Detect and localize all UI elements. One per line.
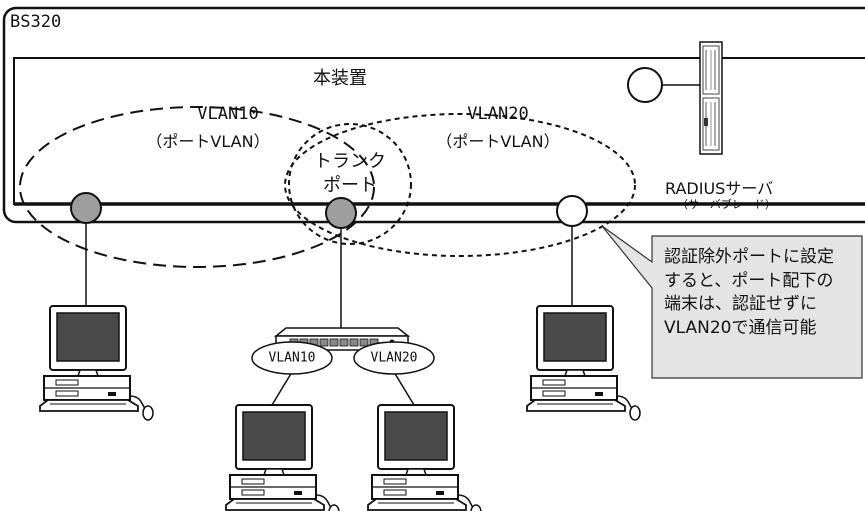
trunk-port (325, 197, 357, 229)
radius-port (627, 67, 663, 103)
callout-text: 認証除外ポートに設定 すると、ポート配下の 端末は、認証せずに VLAN20で通… (664, 246, 864, 340)
trunk-label-line2: ポート (323, 175, 377, 196)
hub-tag-vlan20 (353, 341, 435, 375)
radius-title: RADIUSサーバ (665, 179, 774, 198)
radius-subtitle: （サーバブレード） (677, 198, 776, 211)
exempt-port (556, 195, 588, 227)
callout-line: すると、ポート配下の (664, 270, 834, 291)
trunk-label-line1: トランク (314, 151, 386, 172)
trunk-port-area (288, 123, 412, 245)
pc-hub-left-icon (225, 404, 340, 511)
switch-name: BS320 (10, 12, 62, 32)
device-inner-box (13, 57, 865, 205)
pc-right-icon (526, 305, 641, 421)
vlan20-type: （ポートVLAN） (436, 132, 560, 151)
hub-tag-vlan10 (251, 341, 333, 375)
vlan10-area (19, 106, 375, 268)
callout-line: 認証除外ポートに設定 (664, 247, 834, 267)
vlan10-port (70, 192, 102, 224)
hub-tag-vlan10-label: VLAN10 (268, 350, 316, 366)
server-blade-icon (699, 41, 723, 155)
vlan10-name: VLAN10 (197, 104, 259, 124)
vlan10-type: （ポートVLAN） (146, 132, 270, 151)
vlan20-name: VLAN20 (467, 104, 529, 124)
callout-line: VLAN20で通信可能 (664, 317, 817, 338)
pc-hub-right-icon (367, 404, 482, 511)
device-label: 本装置 (313, 68, 367, 89)
callout-box (601, 225, 863, 379)
pc-left-icon (39, 305, 154, 421)
hub-tag-vlan20-label: VLAN20 (370, 350, 418, 366)
callout-line: 端末は、認証せずに (664, 294, 817, 314)
vlan20-area (284, 113, 636, 257)
